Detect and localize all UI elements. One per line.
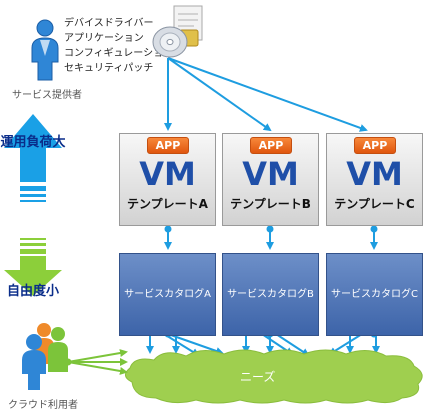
down-arrow-label: 自由度小 bbox=[6, 284, 59, 299]
provider-item: デバイスドライバー bbox=[64, 18, 154, 29]
app-badge: APP bbox=[354, 137, 396, 154]
template-name: テンプレートB bbox=[230, 197, 311, 211]
up-arrow-label: 運用負荷大 bbox=[0, 135, 66, 150]
template-name: テンプレートA bbox=[127, 197, 208, 211]
service-catalog-b: サービスカタログB bbox=[222, 253, 319, 336]
vm-label: VM bbox=[242, 155, 299, 193]
side-arrows bbox=[4, 114, 62, 296]
arrow-source-to-template-b bbox=[167, 57, 272, 132]
provider-item: アプリケーション bbox=[64, 33, 144, 44]
needs-cloud bbox=[125, 349, 423, 404]
users-group-icon bbox=[22, 323, 68, 390]
provider-item: セキュリティパッチ bbox=[64, 63, 154, 74]
provider-item: コンフィギュレーション bbox=[64, 48, 174, 59]
service-catalog-a: サービスカタログA bbox=[119, 253, 216, 336]
users-label: クラウド利用者 bbox=[8, 400, 78, 411]
vm-label: VM bbox=[139, 155, 196, 193]
app-badge: APP bbox=[147, 137, 189, 154]
vm-label: VM bbox=[346, 155, 403, 193]
arrow-source-to-template-c bbox=[167, 57, 368, 132]
provider-person-icon bbox=[31, 19, 59, 81]
template-b: APP VM テンプレートB bbox=[222, 133, 319, 226]
app-badge: APP bbox=[250, 137, 292, 154]
users-connector bbox=[64, 349, 128, 375]
service-catalog-c: サービスカタログC bbox=[326, 253, 423, 336]
provider-items: デバイスドライバー アプリケーション コンフィギュレーション セキュリティパッチ bbox=[64, 16, 173, 76]
template-name: テンプレートC bbox=[334, 197, 415, 211]
down-arrow-icon bbox=[4, 238, 62, 296]
software-disc-icon bbox=[152, 5, 203, 58]
template-c: APP VM テンプレートC bbox=[326, 133, 423, 226]
template-a: APP VM テンプレートA bbox=[119, 133, 216, 226]
needs-label: ニーズ bbox=[240, 370, 276, 384]
up-arrow-icon bbox=[4, 114, 62, 202]
provider-label: サービス提供者 bbox=[12, 90, 82, 101]
